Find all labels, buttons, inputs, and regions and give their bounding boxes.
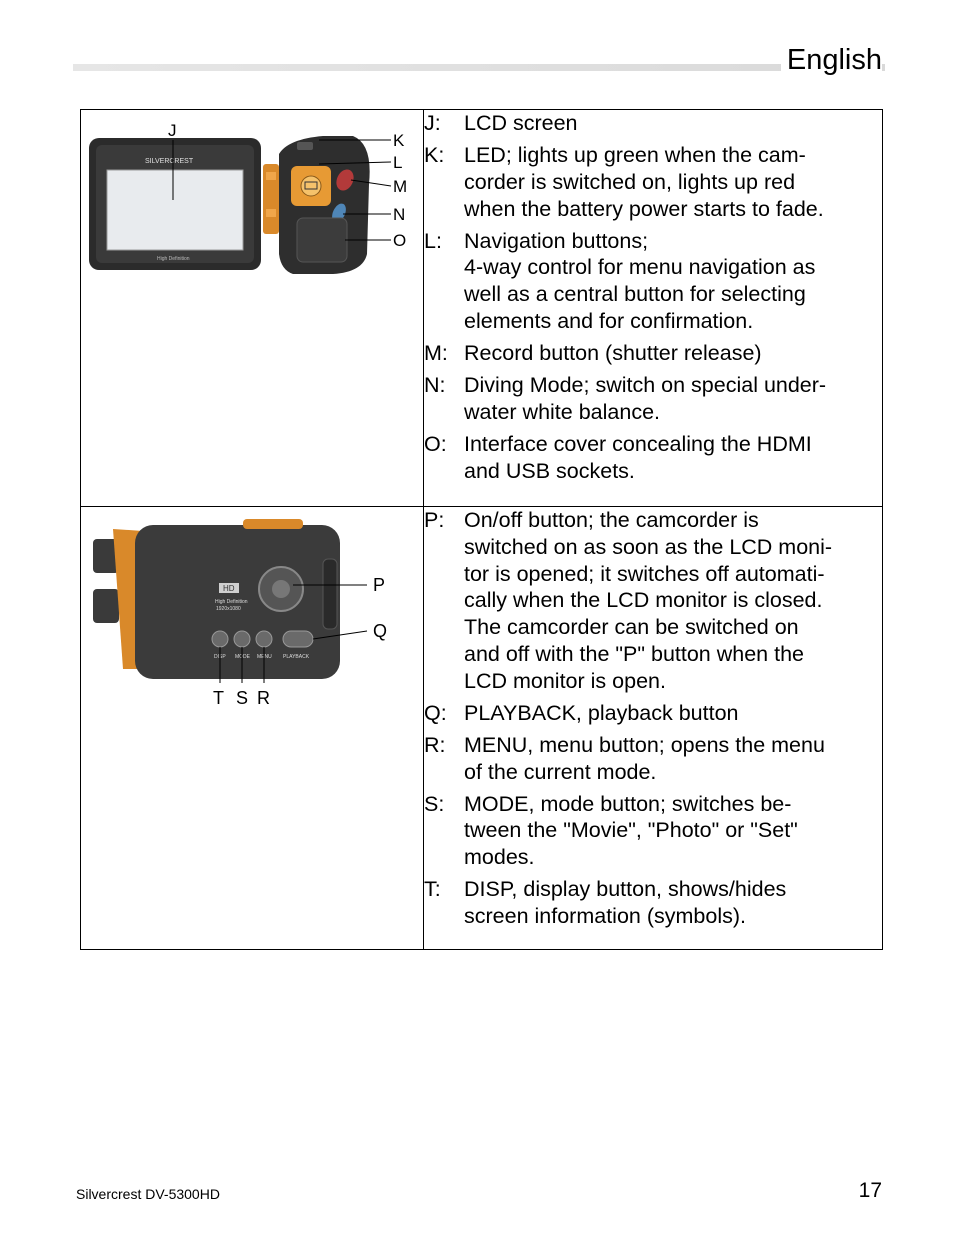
- callout-j: J: [168, 121, 177, 140]
- table-row: SILVERCREST High Definition J: [80, 109, 883, 507]
- footer-product: Silvercrest DV-5300HD: [76, 1186, 220, 1202]
- list-item: M: Record button (shutter release): [424, 340, 762, 365]
- camcorder-lcd-figure: SILVERCREST High Definition J: [89, 121, 407, 274]
- callout-o: O: [393, 231, 406, 250]
- list-item: S: MODE, mode button; switches be-tween …: [424, 791, 798, 870]
- hd-badge: HD: [223, 584, 235, 593]
- callout-k: K: [393, 131, 405, 150]
- figure-cell: HD High Definition 1920x1080 DISP MODE M…: [80, 506, 424, 950]
- playback-label: PLAYBACK: [283, 654, 310, 660]
- table-row: HD High Definition 1920x1080 DISP MODE M…: [80, 506, 883, 950]
- mode-label: MODE: [235, 654, 251, 660]
- description-cell-1: J: LCD screen K: LED; lights up green wh…: [423, 109, 883, 507]
- list-item: N: Diving Mode; switch on special under-…: [424, 372, 827, 424]
- camcorder-side-figure: HD High Definition 1920x1080 DISP MODE M…: [93, 519, 387, 708]
- callout-n: N: [393, 205, 405, 224]
- header-rule: [73, 64, 885, 71]
- hd-text: High Definition: [215, 599, 248, 605]
- callout-m: M: [393, 177, 407, 196]
- callout-p: P: [373, 575, 385, 595]
- menu-label: MENU: [257, 654, 272, 660]
- parts-table: SILVERCREST High Definition J: [80, 109, 883, 950]
- list-item: Q: PLAYBACK, playback button: [424, 700, 739, 725]
- list-item: J: LCD screen: [424, 111, 578, 135]
- resolution-text: 1920x1080: [216, 606, 241, 612]
- callout-t: T: [213, 688, 224, 708]
- page-language: English: [780, 44, 882, 77]
- callout-s: S: [236, 688, 248, 708]
- callout-r: R: [257, 688, 270, 708]
- callout-l: L: [393, 153, 402, 172]
- list-item: K: LED; lights up green when the cam-cor…: [424, 142, 824, 221]
- page-number: 17: [858, 1179, 882, 1202]
- callout-q: Q: [373, 621, 387, 641]
- brand-label: SILVERCREST: [145, 158, 194, 165]
- list-item: L: Navigation buttons;4-way control for …: [424, 228, 816, 333]
- screen-caption: High Definition: [157, 256, 190, 262]
- figure-cell: SILVERCREST High Definition J: [80, 109, 424, 507]
